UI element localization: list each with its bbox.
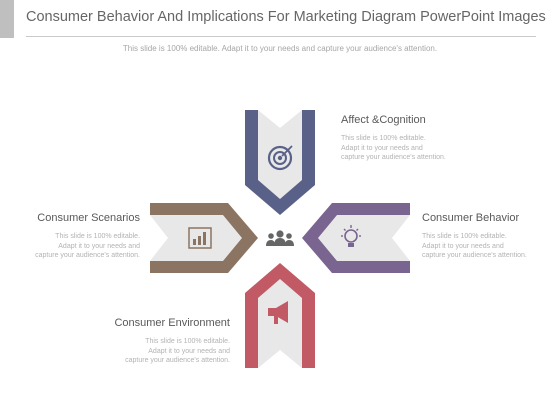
bottom-arrow-inner <box>258 279 302 368</box>
desc-line: This slide is 100% editable. <box>145 338 230 345</box>
label-consumer-environment: Consumer Environment <box>114 317 230 329</box>
desc-consumer-behavior: This slide is 100% editable. Adapt it to… <box>422 232 542 261</box>
title-bar: Consumer Behavior And Implications For M… <box>0 0 560 38</box>
left-arrow-notch <box>150 215 168 261</box>
desc-line: This slide is 100% editable. <box>341 135 426 142</box>
desc-affect-cognition: This slide is 100% editable. Adapt it to… <box>341 134 461 163</box>
left-arrow <box>150 203 258 273</box>
desc-line: capture your audience's attention. <box>422 252 527 259</box>
lightbulb-icon <box>341 225 361 247</box>
title-accent-bar <box>0 0 14 38</box>
left-arrow-inner <box>150 215 242 261</box>
page-title: Consumer Behavior And Implications For M… <box>26 9 546 25</box>
megaphone-icon <box>268 301 288 324</box>
bottom-arrow <box>245 263 315 368</box>
desc-line: Adapt it to your needs and <box>148 347 230 355</box>
label-affect-cognition: Affect &Cognition <box>341 114 426 126</box>
desc-line: This slide is 100% editable. <box>55 233 140 240</box>
bar-chart-icon <box>188 227 212 249</box>
desc-line: Adapt it to your needs and <box>422 242 504 250</box>
desc-consumer-scenarios: This slide is 100% editable. Adapt it to… <box>20 232 140 261</box>
label-consumer-behavior: Consumer Behavior <box>422 212 520 224</box>
people-group-icon <box>266 230 294 246</box>
desc-consumer-environment: This slide is 100% editable. Adapt it to… <box>110 337 230 366</box>
right-arrow-inner <box>318 215 410 261</box>
top-arrow-inner <box>258 110 302 199</box>
right-arrow <box>302 203 410 273</box>
desc-line: Adapt it to your needs and <box>341 144 423 152</box>
label-consumer-scenarios: Consumer Scenarios <box>37 212 140 224</box>
top-arrow <box>245 110 315 215</box>
title-divider <box>26 36 536 37</box>
desc-line: capture your audience's attention. <box>35 252 140 259</box>
target-icon <box>267 145 293 171</box>
top-arrow-notch <box>258 110 302 128</box>
page-subtitle: This slide is 100% editable. Adapt it to… <box>122 44 438 53</box>
desc-line: Adapt it to your needs and <box>58 242 140 250</box>
right-arrow-notch <box>392 215 410 261</box>
desc-line: This slide is 100% editable. <box>422 233 507 240</box>
desc-line: capture your audience's attention. <box>125 357 230 364</box>
bottom-arrow-notch <box>258 350 302 368</box>
desc-line: capture your audience's attention. <box>341 154 446 161</box>
